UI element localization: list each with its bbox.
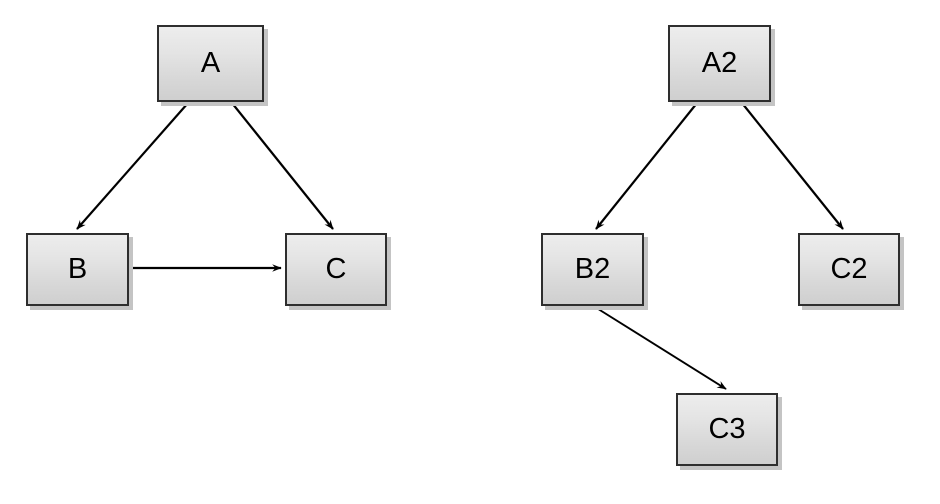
edge-b2-c3 <box>594 306 727 390</box>
node-b2-label: B2 <box>574 253 611 285</box>
node-b2[interactable]: B2 <box>541 233 644 306</box>
edge-a2-c2 <box>741 102 844 230</box>
node-b-label: B <box>67 253 88 285</box>
node-c2-label: C2 <box>830 253 868 285</box>
node-a2[interactable]: A2 <box>668 25 771 102</box>
node-a2-label: A2 <box>701 47 738 79</box>
node-c[interactable]: C <box>285 233 387 306</box>
edge-a2-b2 <box>595 102 698 230</box>
node-c2[interactable]: C2 <box>798 233 900 306</box>
edge-a-c <box>231 102 334 230</box>
node-c3-label: C3 <box>708 413 746 445</box>
edge-a-b <box>76 102 189 230</box>
node-b[interactable]: B <box>26 233 129 306</box>
node-a[interactable]: A <box>157 25 264 102</box>
node-c3[interactable]: C3 <box>676 393 778 466</box>
node-c-label: C <box>325 253 347 285</box>
node-a-label: A <box>200 47 221 79</box>
